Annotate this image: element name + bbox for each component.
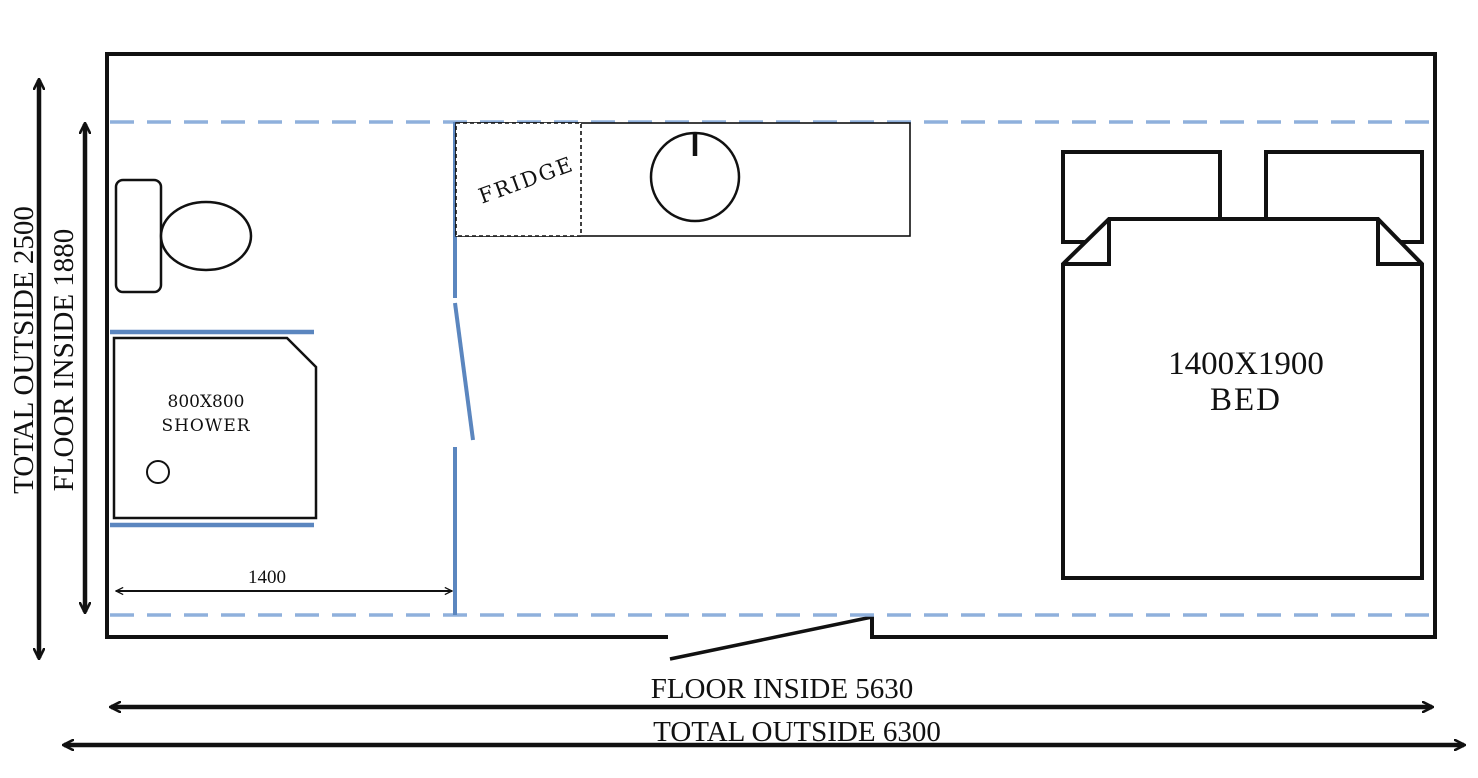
bathroom-width-label: 1400: [248, 567, 286, 588]
total-outside-width-label: TOTAL OUTSIDE 6300: [653, 716, 941, 748]
sink: [649, 131, 741, 223]
fridge: [455, 122, 582, 237]
bed-size: 1400X1900: [1168, 346, 1324, 382]
floor-inside-height-label: FLOOR INSIDE 1880: [48, 229, 80, 492]
bed-label: BED: [1210, 382, 1282, 418]
shower-size: 800X800: [168, 392, 245, 412]
outer-wall: [105, 52, 1437, 639]
floor-inside-width-label: FLOOR INSIDE 5630: [651, 673, 914, 705]
toilet: [114, 178, 253, 294]
bed: [1061, 150, 1424, 580]
shower-drain: [146, 460, 170, 484]
shower-label: SHOWER: [161, 416, 250, 436]
bathroom-door: [453, 302, 475, 441]
entry-door: [669, 615, 873, 661]
shower: [110, 329, 318, 528]
total-outside-height-label: TOTAL OUTSIDE 2500: [8, 206, 40, 494]
